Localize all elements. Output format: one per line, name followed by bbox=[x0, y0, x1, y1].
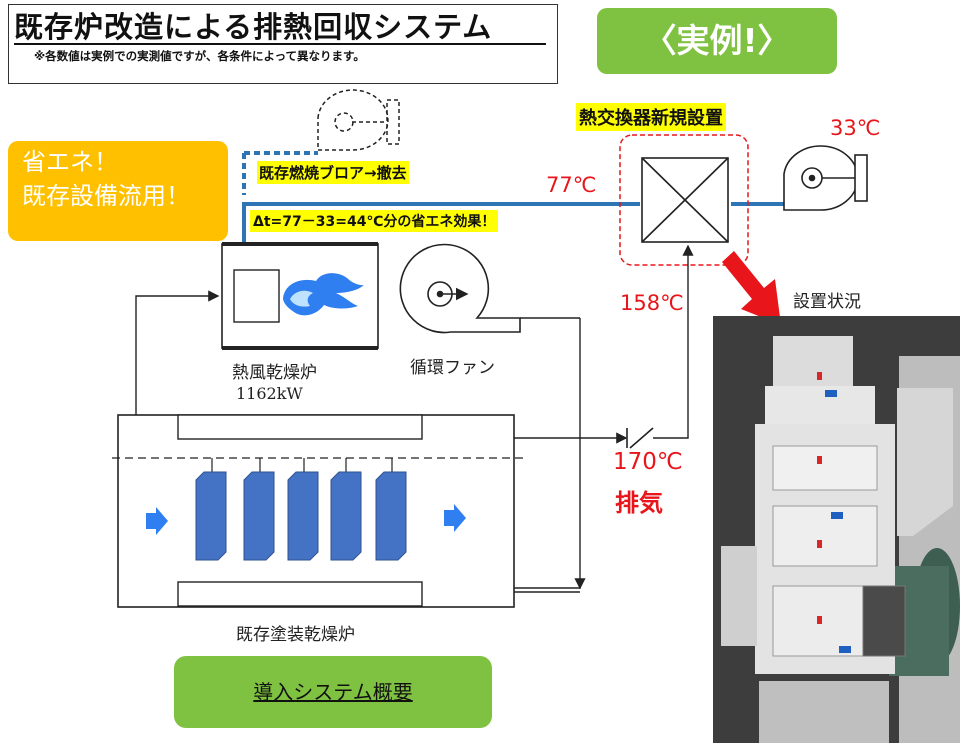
dryer-label: 熱風乾燥炉 bbox=[232, 363, 317, 383]
fan-label: 循環ファン bbox=[410, 358, 495, 378]
conveyor-out-arrow-icon bbox=[444, 504, 466, 532]
blower-removed-label: 既存燃焼ブロア→撤去 bbox=[257, 161, 409, 184]
temp-170: 170℃ bbox=[613, 449, 683, 475]
temp-77: 77℃ bbox=[546, 173, 597, 197]
temp-158: 158℃ bbox=[620, 291, 684, 315]
title-underline bbox=[14, 43, 546, 45]
overview-badge-text: 導入システム概要 bbox=[253, 680, 413, 704]
page-title: 既存炉改造による排熱回収システム bbox=[14, 10, 493, 44]
workpiece-4 bbox=[330, 471, 362, 561]
temp-33: 33℃ bbox=[830, 116, 881, 140]
example-badge: 〈実例!〉 bbox=[597, 8, 837, 74]
energy-badge-line1: 省エネ！ bbox=[22, 148, 118, 176]
workpiece-1 bbox=[195, 471, 227, 561]
overview-badge: 導入システム概要 bbox=[174, 656, 492, 728]
paint-drying-booth bbox=[112, 414, 528, 608]
hot-air-dryer-furnace bbox=[221, 242, 379, 350]
title-note: ※各数値は実例での実測値ですが、各条件によって異なります。 bbox=[34, 49, 365, 63]
red-pointer-arrow-icon bbox=[722, 251, 781, 325]
heat-exchanger-label: 熱交換器新規設置 bbox=[576, 103, 726, 131]
hx-dashed-outline bbox=[619, 134, 749, 266]
booth-label: 既存塗装乾燥炉 bbox=[236, 625, 355, 645]
conveyor-in-arrow-icon bbox=[146, 507, 168, 535]
delta-t-label: Δt=77－33=44℃分の省エネ効果！ bbox=[250, 210, 499, 232]
dryer-power: 1162kW bbox=[236, 384, 303, 403]
workpiece-3 bbox=[287, 471, 319, 561]
new-blower-icon bbox=[783, 145, 868, 211]
workpiece-2 bbox=[243, 471, 275, 561]
photo-label: 設置状況 bbox=[793, 292, 861, 312]
exhaust-riser bbox=[653, 244, 694, 439]
workpiece-5 bbox=[375, 471, 407, 561]
energy-badge-line2: 既存設備流用！ bbox=[22, 182, 190, 210]
exhaust-label: 排気 bbox=[615, 489, 663, 517]
removed-blower-icon bbox=[317, 89, 400, 151]
circulation-fan-icon bbox=[399, 243, 521, 334]
energy-saving-badge: 省エネ！ 既存設備流用！ bbox=[8, 141, 228, 241]
exhaust-damper bbox=[626, 427, 654, 449]
heat-exchanger-icon bbox=[641, 157, 729, 243]
title-box bbox=[8, 4, 558, 84]
flow-return-to-dryer bbox=[135, 290, 220, 429]
installation-photo bbox=[713, 316, 960, 743]
